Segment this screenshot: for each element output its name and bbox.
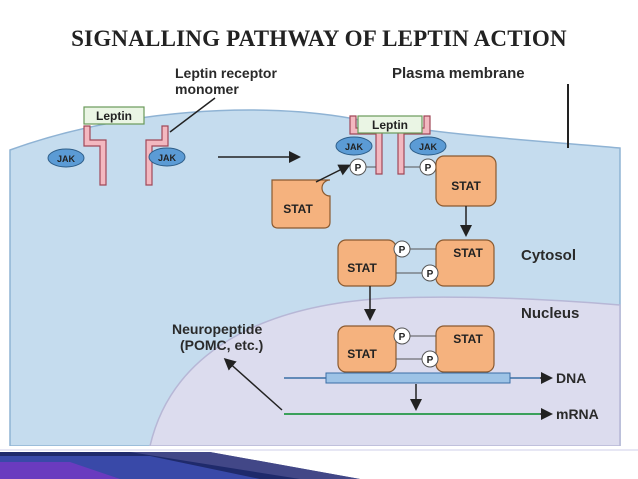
neuropeptide-label-1: Neuropeptide [172,321,262,337]
jak-left-1 [47,148,85,168]
stat-bound: STAT [435,155,497,207]
jak-right-1 [335,136,373,156]
stat-label: STAT [283,202,313,216]
stat-dimer-cytosol: STAT STAT P P [337,239,495,287]
jak-left-2 [148,147,186,167]
dna-label: DNA [556,370,586,386]
phosphate-label: P [427,355,434,366]
phosphate-label: P [399,332,406,343]
stat-free: STAT [271,179,331,229]
neuropeptide-label-2: (POMC, etc.) [180,337,263,353]
leptin-box-left [83,106,145,125]
jak-right-2 [409,136,447,156]
stat-label: STAT [453,246,483,260]
leptin-box-right [357,115,423,134]
stat-label: STAT [451,179,481,193]
receptor-monomer-label-2: monomer [175,81,239,97]
stat-dimer-nucleus: STAT STAT P P [337,325,495,373]
footer-decoration [0,446,638,479]
leptin-label-right: Leptin [372,118,408,132]
translation-arrow [223,358,283,411]
stat-label: STAT [347,261,377,275]
leptin-receptor-left: Leptin JAK JAK [47,106,186,186]
receptor-monomer-label-1: Leptin receptor [175,65,277,81]
jak-label: JAK [158,153,177,163]
phosphate-label: P [399,245,406,256]
nucleus-label: Nucleus [521,305,579,322]
receptor-pointer-line [169,97,216,133]
jak-label: JAK [419,142,438,152]
cytosol-label: Cytosol [521,247,576,264]
stat-dock-arrow [315,164,351,183]
jak-label: JAK [57,154,76,164]
plasma-membrane-label: Plasma membrane [392,65,525,82]
slide-title: SIGNALLING PATHWAY OF LEPTIN ACTION [71,26,567,51]
phosphate-label: P [427,269,434,280]
phosphate-label: P [355,163,362,174]
phosphate-label: P [425,163,432,174]
stat-label: STAT [453,332,483,346]
jak-label: JAK [345,142,364,152]
mrna-label: mRNA [556,406,599,422]
dna-gene-region [325,372,511,384]
leptin-receptor-right: Leptin JAK JAK P P [335,115,447,176]
stat-label: STAT [347,347,377,361]
leptin-label-left: Leptin [96,109,132,123]
